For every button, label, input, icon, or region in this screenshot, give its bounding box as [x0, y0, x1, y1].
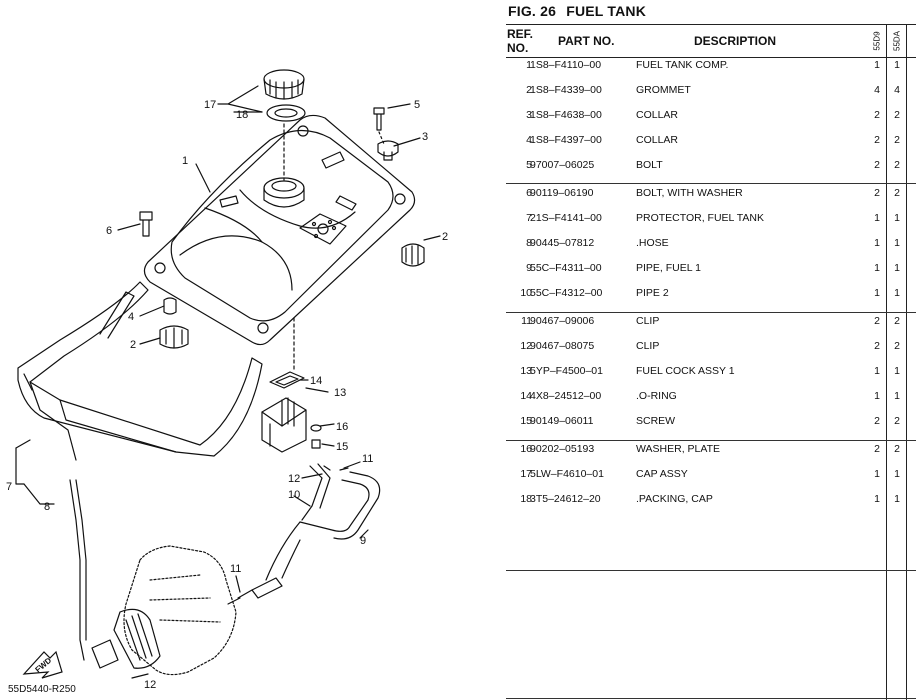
bolt-6	[139, 211, 153, 237]
fuel-pipe-1	[299, 479, 370, 532]
fuel-tank-protector	[17, 281, 263, 457]
fuel-tank-body	[170, 129, 394, 322]
group-divider	[506, 440, 916, 441]
model-55d9-header: 55D9	[872, 31, 882, 51]
intake-pipe	[113, 608, 161, 669]
fuel-pipe-2	[301, 465, 323, 521]
figure-label: FIG. 26	[508, 3, 557, 19]
callout-14: 14	[310, 375, 322, 387]
callout-13: 13	[334, 387, 346, 399]
cap-packing	[266, 104, 306, 122]
bolt-5	[373, 107, 385, 131]
drawing-code: 55D5440-R250	[8, 684, 76, 695]
leader-17	[217, 85, 263, 113]
collar-4	[163, 297, 177, 315]
fuel-hose	[69, 479, 85, 661]
grommet-left	[159, 325, 189, 349]
callout-12-upper: 12	[288, 473, 300, 485]
grommet-right	[401, 243, 425, 267]
callout-16: 16	[336, 421, 348, 433]
callout-6: 6	[106, 225, 112, 237]
forward-arrow-icon: FWD	[22, 650, 63, 679]
callout-12-lower: 12	[144, 679, 156, 691]
callout-17: 17	[204, 99, 216, 111]
callout-15: 15	[336, 441, 348, 453]
parts-table-header: REF. NO. PART NO. DESCRIPTION 55D9 55DA	[506, 24, 916, 58]
callout-7: 7	[6, 481, 12, 493]
group-divider	[506, 570, 916, 571]
fuel-tank-exploded-diagram: FWD 17 18 5 3 1 6 2 4 2 14 13 16 15 11 1…	[6, 69, 448, 695]
callout-11-lower: 11	[230, 563, 241, 575]
callout-8: 8	[44, 501, 50, 513]
callout-4: 4	[128, 311, 134, 323]
column-divider	[886, 24, 887, 700]
callout-18: 18	[236, 109, 248, 121]
part-no-header: PART NO.	[558, 34, 615, 48]
description-header: DESCRIPTION	[694, 34, 777, 48]
screw	[311, 439, 321, 449]
fuel-cock-assy	[261, 397, 307, 453]
callout-11-upper: 11	[362, 453, 373, 465]
ref-header: REF. NO.	[507, 27, 534, 55]
callout-9: 9	[360, 535, 366, 547]
collar-3	[377, 140, 399, 157]
column-divider	[906, 24, 907, 700]
group-divider	[506, 183, 916, 184]
o-ring	[269, 371, 305, 389]
figure-title: FIG. 26 FUEL TANK	[508, 3, 652, 19]
group-divider	[506, 312, 916, 313]
model-55da-header: 55DA	[892, 30, 902, 52]
callout-1: 1	[182, 155, 188, 167]
callout-3: 3	[422, 131, 428, 143]
table-bottom-border	[506, 698, 916, 699]
callout-2-right: 2	[442, 231, 448, 243]
callout-5: 5	[414, 99, 420, 111]
fuel-tank-flange	[143, 114, 416, 346]
figure-name: FUEL TANK	[566, 3, 647, 19]
callout-10: 10	[288, 489, 300, 501]
washer-plate	[310, 424, 322, 432]
engine-block	[123, 545, 237, 676]
callout-2-left: 2	[130, 339, 136, 351]
